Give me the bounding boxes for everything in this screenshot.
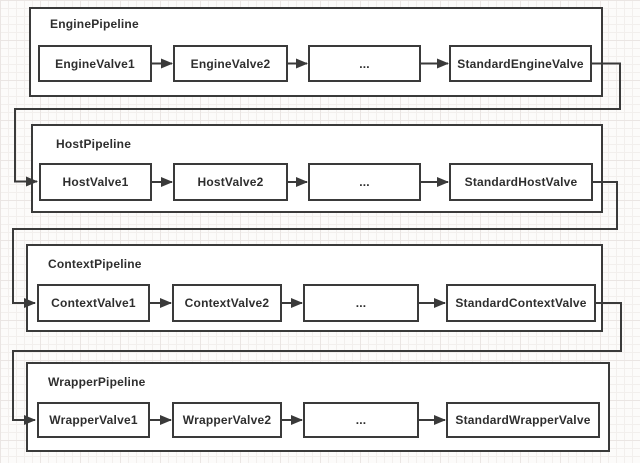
valve-node-wrapper-ellipsis: ...: [303, 402, 419, 438]
valve-node-engine-2: EngineValve2: [173, 45, 288, 82]
valve-node-wrapper-standard: StandardWrapperValve: [446, 402, 600, 438]
valve-node-wrapper-2: WrapperValve2: [172, 402, 282, 438]
valve-node-wrapper-1: WrapperValve1: [37, 402, 150, 438]
valve-node-context-standard: StandardContextValve: [446, 284, 596, 322]
valve-node-engine-1: EngineValve1: [38, 45, 152, 82]
valve-node-engine-ellipsis: ...: [308, 45, 421, 82]
pipeline-title-context: ContextPipeline: [48, 257, 142, 271]
pipeline-title-engine: EnginePipeline: [50, 17, 139, 31]
valve-node-engine-standard: StandardEngineValve: [449, 45, 592, 82]
valve-node-host-ellipsis: ...: [308, 163, 421, 201]
valve-node-context-2: ContextValve2: [172, 284, 282, 322]
pipeline-title-wrapper: WrapperPipeline: [48, 375, 146, 389]
valve-node-context-ellipsis: ...: [303, 284, 419, 322]
pipeline-title-host: HostPipeline: [56, 137, 132, 151]
valve-node-host-2: HostValve2: [173, 163, 288, 201]
valve-node-context-1: ContextValve1: [37, 284, 150, 322]
valve-node-host-1: HostValve1: [39, 163, 152, 201]
valve-node-host-standard: StandardHostValve: [449, 163, 593, 201]
